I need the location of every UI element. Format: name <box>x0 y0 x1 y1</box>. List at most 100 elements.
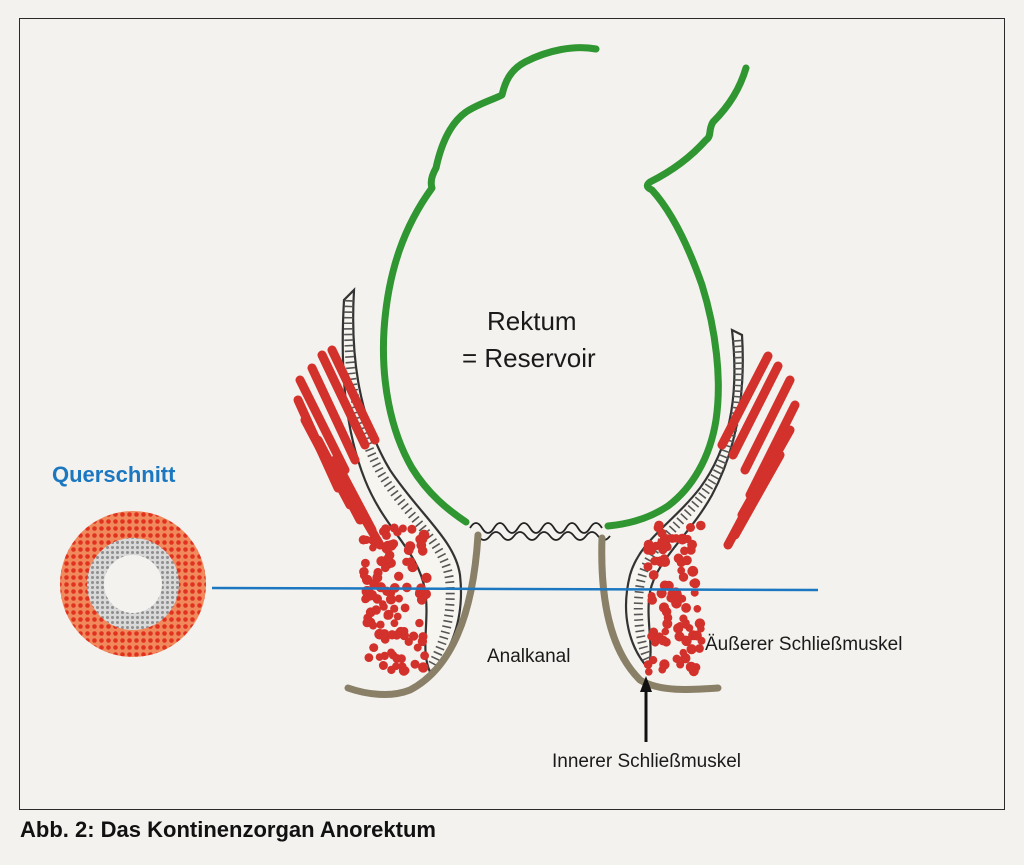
sphincter-dot <box>371 536 380 545</box>
sphincter-dot <box>686 523 695 532</box>
sphincter-dot <box>690 578 701 589</box>
sphincter-dot <box>409 631 419 641</box>
sphincter-dot <box>390 604 399 613</box>
sphincter-dot <box>651 638 660 647</box>
sphincter-dot <box>661 627 670 636</box>
sphincter-dot <box>687 565 699 577</box>
sphincter-dot <box>359 571 368 580</box>
sphincter-dot <box>407 524 417 534</box>
sphincter-dot <box>413 643 422 652</box>
sphincter-dot <box>398 524 407 533</box>
sphincter-dot <box>697 624 705 633</box>
sphincter-dot <box>395 594 403 603</box>
rectum-wall-right <box>604 64 750 530</box>
anal-canal-lining-left <box>344 531 482 698</box>
sphincter-dot <box>387 648 395 657</box>
sphincter-dot <box>381 530 391 540</box>
sphincter-dot <box>673 553 684 564</box>
sphincter-dot <box>404 637 413 646</box>
sphincter-dot <box>687 539 697 550</box>
sphincter-dot <box>421 572 432 584</box>
sphincter-dot <box>647 546 656 556</box>
sphincter-dot <box>681 603 691 613</box>
cross-section-circle <box>60 511 206 657</box>
reservoir-label: = Reservoir <box>462 343 596 373</box>
sphincter-dot <box>659 556 671 567</box>
internal-sphincter-left <box>341 287 462 674</box>
sphincter-dot <box>418 662 429 673</box>
sphincter-dot <box>392 630 402 640</box>
sphincter-dot <box>672 589 682 600</box>
figure-frame <box>19 18 1005 810</box>
sphincter-dot <box>658 602 670 613</box>
sphincter-dot <box>658 635 668 646</box>
sphincter-dot <box>415 618 424 628</box>
sphincter-dot <box>681 635 692 647</box>
cross-section-line <box>211 586 819 592</box>
sphincter-dot <box>691 630 702 641</box>
sphincter-dot <box>695 644 704 653</box>
sphincter-dot <box>420 651 429 661</box>
sphincter-dot <box>418 632 428 642</box>
sphincter-dot <box>662 618 673 629</box>
sphincter-dot <box>379 600 387 608</box>
anal-canal-lining <box>344 531 722 698</box>
sphincter-dot <box>394 571 404 581</box>
sphincter-dot <box>406 557 416 566</box>
sphincter-dot <box>647 592 656 600</box>
sphincter-dot <box>678 572 689 582</box>
rectum-closure-wave <box>469 522 611 541</box>
sphincter-dot <box>672 654 681 663</box>
sphincter-dot <box>390 619 399 628</box>
rektum-label: Rektum <box>487 306 577 336</box>
sphincter-dot <box>364 653 374 662</box>
sphincter-dot <box>369 621 378 630</box>
sphincter-dot <box>679 648 688 657</box>
sphincter-dot <box>400 603 410 613</box>
sphincter-dot <box>376 620 385 629</box>
querschnitt-label: Querschnitt <box>52 462 176 487</box>
sphincter-dot <box>373 567 383 578</box>
sphincter-dot <box>658 545 668 555</box>
sphincter-dot <box>361 558 370 568</box>
sphincter-dot <box>385 594 397 605</box>
sphincter-dot <box>686 644 697 655</box>
rectum-wall <box>379 44 750 530</box>
sphincter-dot <box>660 538 670 548</box>
external-sphincter-strands <box>293 345 800 550</box>
sphincter-dot <box>648 570 659 580</box>
sphincter-dot <box>679 614 688 623</box>
sphincter-dot <box>417 546 428 556</box>
innerer-schliessmuskel-label: Innerer Schließmuskel <box>552 751 742 772</box>
rectum-wall-left <box>379 44 600 526</box>
sphincter-dot <box>397 654 406 664</box>
sphincter-dot <box>379 629 390 640</box>
sphincter-dot <box>383 556 392 564</box>
sphincter-dot <box>696 520 706 531</box>
sphincter-dot <box>680 546 689 556</box>
sphincter-dot <box>653 556 661 565</box>
external-sphincter-dots <box>358 520 706 677</box>
sphincter-dot <box>404 541 416 552</box>
sphincter-dot <box>371 605 381 615</box>
sphincter-dot <box>381 543 393 554</box>
sphincter-dot <box>381 563 390 573</box>
sphincter-dot <box>397 662 407 671</box>
sphincter-dot <box>682 555 692 566</box>
sphincter-dot <box>393 612 402 621</box>
sphincter-dot <box>649 656 658 665</box>
inner-sphincter-arrow <box>640 676 652 742</box>
sphincter-dot <box>389 523 399 533</box>
anal-canal-lining-right <box>598 534 722 694</box>
sphincter-dot <box>676 622 684 630</box>
sphincter-dot <box>658 665 667 674</box>
sphincter-dot <box>369 643 379 652</box>
sphincter-dot <box>647 631 656 641</box>
analkanal-label: Analkanal <box>487 646 571 667</box>
sphincter-dot <box>380 651 389 661</box>
sphincter-dot <box>645 668 653 676</box>
aeusserer-schliessmuskel-label: Äußerer Schließmuskel <box>705 634 903 655</box>
sphincter-dot <box>692 663 701 672</box>
sphincter-dot <box>654 520 664 531</box>
